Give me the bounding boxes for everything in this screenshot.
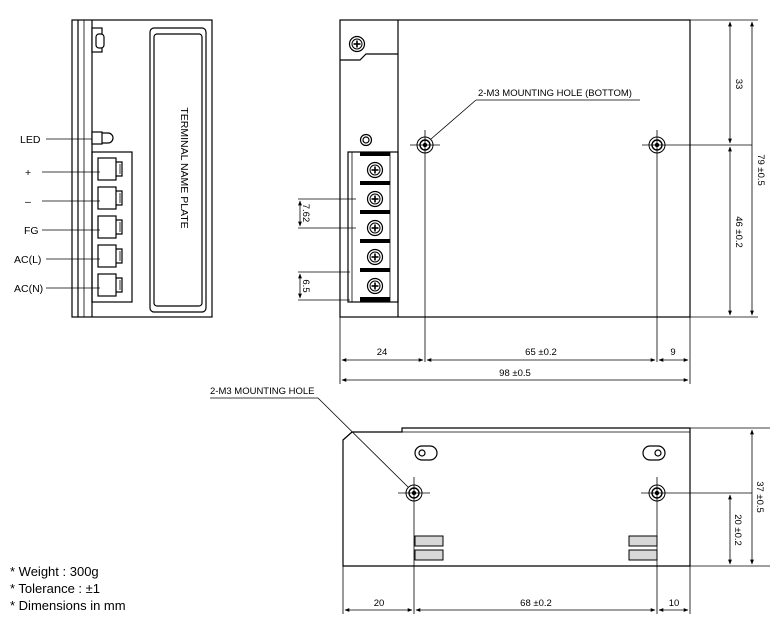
dim-46: 46 ±0.2 [733,216,744,248]
dim-pitch: 7.62 [300,204,311,223]
dim-10: 10 [669,598,680,609]
label-ac-l: AC(L) [14,254,41,266]
side-terminals [97,157,123,297]
dim-24: 24 [377,347,388,358]
note-weight: * Weight : 300g [10,564,99,579]
dim-terminal-gap: 6.5 [300,279,311,292]
dim-20: 20 [374,598,385,609]
top-callout-text: 2-M3 MOUNTING HOLE (BOTTOM) [478,88,632,99]
dim-37: 37 ±0.5 [754,481,765,513]
side-terminal-block [91,151,133,303]
side-view: TERMINAL NAME PLATE LED + – FG AC(L) AC(… [14,19,213,318]
top-view: 2-M3 MOUNTING HOLE (BOTTOM) 33 46 ±0.2 7… [298,19,766,384]
dim-98: 98 ±0.5 [499,368,531,379]
notes: * Weight : 300g * Tolerance : ±1 * Dimen… [10,563,126,614]
label-led: LED [20,134,41,146]
side-view-outline [71,19,213,318]
led-indicator [102,132,114,144]
bottom-view-outline [342,427,691,567]
bottom-view: 2-M3 MOUNTING HOLE 37 ±0.5 20 ±0.2 20 68… [210,386,770,614]
dim-9: 9 [670,347,675,358]
dim-79: 79 ±0.5 [755,154,766,186]
label-fg: FG [24,225,39,237]
label-minus: – [25,196,31,208]
dim-65: 65 ±0.2 [525,347,557,358]
label-ac-n: AC(N) [14,283,43,295]
bottom-callout-text: 2-M3 MOUNTING HOLE [210,386,315,397]
led-hole [359,133,373,147]
dim-20-vert: 20 ±0.2 [732,514,743,546]
terminal-name-plate [149,27,207,313]
terminal-name-plate-text: TERMINAL NAME PLATE [178,107,190,228]
dim-33: 33 [733,79,744,90]
note-tolerance: * Tolerance : ±1 [10,581,101,596]
label-plus: + [25,167,31,179]
top-view-outline [339,19,691,318]
note-dimensions: * Dimensions in mm [10,598,126,613]
dim-68: 68 ±0.2 [520,598,552,609]
slot-right [642,445,666,461]
slot-left [414,445,438,461]
